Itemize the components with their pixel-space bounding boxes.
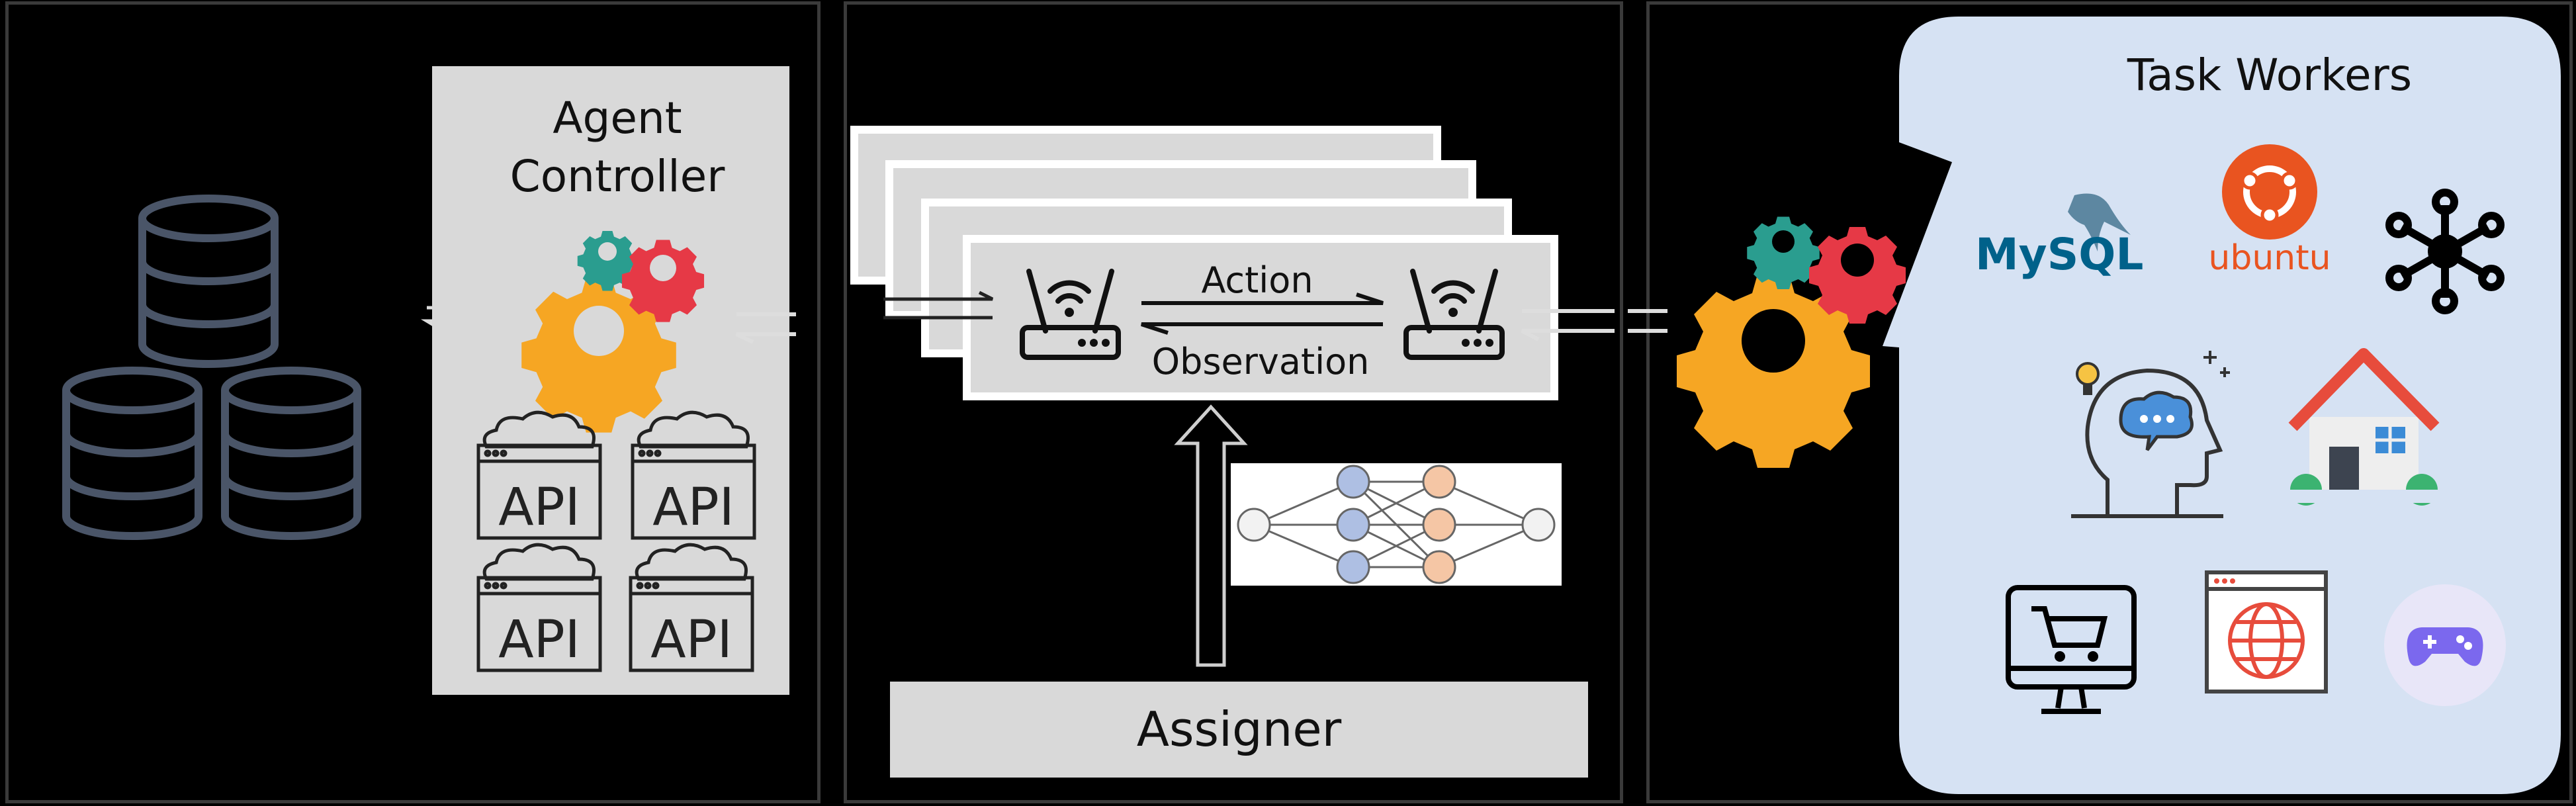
exchange-arrow-into-sheet <box>883 291 994 320</box>
mysql-label: MySQL <box>1975 229 2143 280</box>
action-label: Action <box>1201 259 1313 301</box>
mysql-logo-icon: MySQL <box>1975 193 2143 280</box>
neural-network-icon <box>1237 465 1556 584</box>
api-label: API <box>498 478 580 537</box>
assigner-box <box>890 682 1588 778</box>
api-cloud-icon: API <box>473 539 605 672</box>
web-browser-globe-icon <box>2205 570 2328 694</box>
api-label: API <box>652 478 734 537</box>
database-icon <box>62 195 361 540</box>
ubuntu-label: ubuntu <box>2208 238 2331 278</box>
action-observation-arrows <box>1141 292 1384 335</box>
exchange-arrow-controller-right <box>735 312 796 344</box>
exchange-arrow-out-sheet <box>1521 309 1615 341</box>
assigner-label: Assigner <box>1136 701 1342 757</box>
agent-controller-title-line1: Agent <box>553 93 682 144</box>
router-icon <box>1403 269 1505 360</box>
shopping-cart-monitor-icon <box>2006 585 2137 714</box>
observation-label: Observation <box>1151 341 1370 382</box>
exchange-arrow-workers <box>1628 309 1667 333</box>
gear-icon <box>521 231 705 433</box>
api-cloud-icon: API <box>627 407 760 540</box>
router-icon <box>1020 269 1121 360</box>
api-cloud-icon: API <box>473 407 605 540</box>
task-workers-title: Task Workers <box>2127 50 2413 101</box>
up-arrow <box>1174 404 1248 667</box>
house-icon <box>2286 348 2442 506</box>
ubuntu-logo-icon: ubuntu <box>2208 144 2331 278</box>
game-controller-icon <box>2384 584 2506 706</box>
head-idea-icon <box>2071 351 2230 518</box>
network-hub-icon <box>2385 189 2505 314</box>
gear-icon <box>1677 216 1906 468</box>
task-workers-bubble <box>1883 17 2561 794</box>
agent-controller-title-line2: Controller <box>510 151 725 202</box>
api-label: API <box>650 610 732 670</box>
api-label: API <box>498 610 580 670</box>
agent-controller-title: Agent Controller <box>432 89 803 206</box>
api-cloud-icon: API <box>625 539 758 672</box>
